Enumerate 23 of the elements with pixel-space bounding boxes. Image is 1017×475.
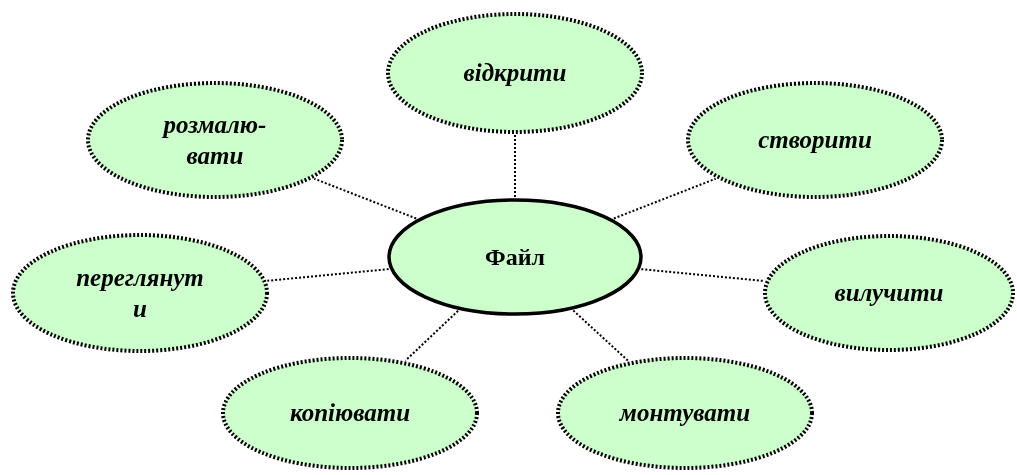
dotted-ellipse [85,80,345,200]
center-label: Файл [485,243,545,272]
connector-line [514,134,516,198]
action-label: відкрити [462,58,568,89]
dotted-ellipse [220,355,480,471]
connector-line [612,177,717,220]
action-label: переглянут и [75,262,205,324]
connector-line [404,309,460,362]
connector-line [572,309,630,362]
action-label: створити [757,125,873,156]
center-ellipse [386,197,644,317]
action-label: монтувати [618,398,752,429]
action-label: вилучити [833,278,945,309]
connector-line [640,268,766,282]
action-label: розмалю- вати [160,109,268,171]
dotted-ellipse [685,80,945,200]
dotted-ellipse [385,11,645,135]
connector-line [313,177,418,220]
connector-line [266,268,390,282]
dotted-ellipse [10,232,270,354]
dotted-ellipse [762,233,1016,353]
dotted-ellipse [555,355,815,471]
action-label: копіювати [288,398,412,429]
